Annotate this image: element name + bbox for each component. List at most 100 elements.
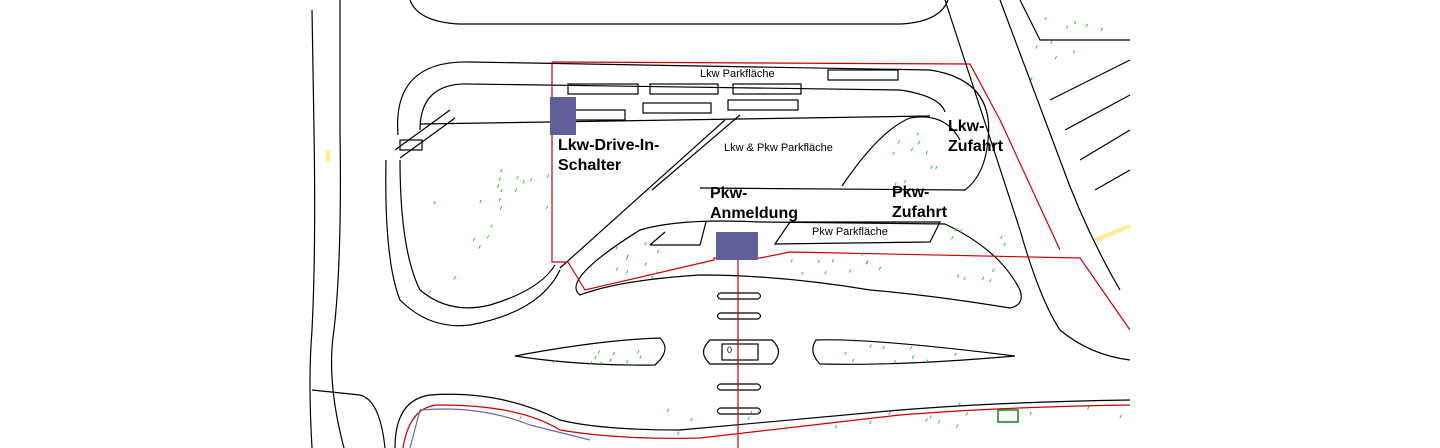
- vegetation-mark: [951, 236, 954, 240]
- vegetation-mark: [756, 410, 760, 415]
- vegetation-mark: [612, 351, 615, 356]
- vegetation-mark: [552, 359, 556, 364]
- bottom-road-edge: [394, 393, 1131, 448]
- booth-mark: 0: [727, 345, 733, 355]
- vegetation-mark: [626, 360, 629, 364]
- vegetation-mark: [916, 132, 919, 136]
- vegetation-mark: [892, 151, 895, 155]
- vegetation-mark: [909, 346, 913, 350]
- vegetation-mark: [749, 410, 753, 415]
- vegetation-mark: [831, 258, 835, 263]
- truck: [727, 99, 799, 111]
- label-lkw-parkflaeche: Lkw Parkfläche: [700, 68, 775, 80]
- vegetation-mark: [625, 270, 629, 274]
- vegetation-mark: [935, 165, 938, 170]
- left-median: [514, 337, 666, 366]
- vegetation-mark: [500, 188, 503, 193]
- vegetation-mark: [516, 176, 519, 180]
- vegetation-mark: [925, 150, 929, 155]
- booth: [721, 343, 759, 361]
- vegetation-mark: [869, 420, 872, 425]
- pkw-anmeldung-building: [716, 232, 758, 260]
- vegetation-mark: [958, 402, 961, 406]
- vegetation-mark: [453, 276, 457, 280]
- vegetation-mark: [1072, 49, 1075, 54]
- truck: [827, 69, 899, 81]
- left-road-edge: [309, 9, 316, 448]
- vegetation-mark: [959, 229, 963, 233]
- vegetation-mark: [522, 179, 525, 184]
- label-lkw-zufahrt-line2: Zufahrt: [948, 138, 1004, 155]
- label-lkw-drive-in-line2: Schalter: [558, 157, 622, 174]
- label-pkw-zufahrt-line2: Zufahrt: [892, 204, 948, 221]
- lkw-lane-divider: [419, 115, 931, 125]
- central-diagonal: [559, 119, 726, 269]
- right-building-block: [1019, 0, 1131, 191]
- left-road-edge-inner: [330, 0, 345, 448]
- top-curb: [409, 0, 949, 25]
- vegetation-mark: [824, 270, 827, 275]
- vegetation-mark: [690, 417, 693, 422]
- truck: [649, 83, 719, 95]
- vegetation-mark: [519, 416, 522, 420]
- vegetation-mark: [911, 355, 915, 359]
- vegetation-mark: [965, 412, 968, 416]
- vegetation-mark: [626, 254, 629, 258]
- right-median: [812, 339, 1016, 365]
- vegetation-mark: [1119, 414, 1122, 419]
- vegetation-mark: [925, 418, 928, 422]
- lane-divider-3: [716, 383, 762, 391]
- vegetation-mark: [991, 268, 995, 273]
- pkw-island: [575, 220, 1022, 309]
- truck: [732, 83, 802, 95]
- label-pkw-zufahrt-line1: Pkw-: [892, 184, 930, 201]
- vegetation-mark: [498, 197, 502, 202]
- vegetation-mark: [1065, 25, 1069, 29]
- entry-ramp: [394, 109, 456, 159]
- central-diagonal-2: [651, 114, 741, 191]
- vegetation-mark: [893, 360, 896, 364]
- vegetation-mark: [801, 271, 804, 276]
- vegetation-mark: [929, 414, 932, 419]
- vegetation-mark: [1074, 20, 1077, 25]
- vegetation-mark: [1100, 27, 1104, 32]
- vegetation-mark: [910, 147, 914, 152]
- vegetation-mark: [500, 168, 503, 173]
- vegetation-mark: [852, 338, 856, 342]
- vegetation-mark: [655, 271, 658, 275]
- outer-loop-road: [396, 61, 990, 191]
- vegetation-mark: [1035, 45, 1038, 49]
- vegetation-mark: [957, 274, 960, 278]
- anmeldung-lane: [649, 221, 707, 246]
- footpath: [409, 408, 591, 448]
- vegetation-mark: [545, 205, 549, 210]
- vegetation-mark: [496, 184, 500, 188]
- vegetation-mark: [644, 242, 647, 246]
- vegetation-mark: [1050, 40, 1053, 44]
- vegetation-mark: [479, 199, 482, 204]
- lane-divider-1: [716, 292, 762, 300]
- vegetation-mark: [546, 174, 550, 178]
- truck: [642, 102, 712, 114]
- vegetation-mark: [486, 234, 490, 239]
- vegetation-mark: [615, 267, 619, 271]
- property-boundary: [551, 62, 1131, 331]
- vegetation-mark: [428, 289, 432, 294]
- lane-divider-4: [716, 407, 762, 415]
- vegetation-mark: [878, 266, 882, 270]
- vegetation-mark: [790, 258, 793, 263]
- label-lkw-pkw-parkflaeche: Lkw & Pkw Parkfläche: [724, 142, 833, 154]
- vegetation-mark: [848, 269, 852, 273]
- vegetation-mark: [609, 358, 612, 362]
- vegetation-mark: [954, 228, 957, 232]
- vegetation-mark: [903, 179, 907, 184]
- vegetation-mark: [894, 182, 897, 186]
- vegetation-mark: [747, 416, 750, 421]
- loop-left-side: [385, 159, 561, 327]
- vegetation-mark: [1085, 23, 1089, 28]
- vegetation-mark: [666, 408, 670, 413]
- vegetation-mark: [917, 140, 921, 145]
- vegetation-mark: [1030, 77, 1033, 81]
- vegetation-mark: [989, 278, 992, 283]
